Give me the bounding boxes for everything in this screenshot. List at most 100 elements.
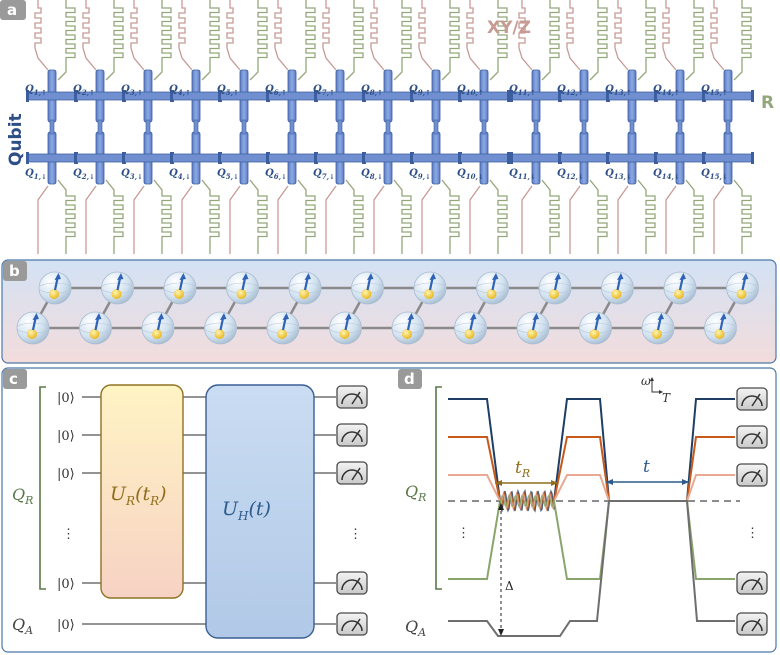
- qubit-label-top-11: Q11,↑: [509, 84, 536, 97]
- meter-dial: [341, 469, 363, 481]
- meter-d-4: [736, 571, 768, 595]
- readout-line-bottom: [637, 179, 656, 254]
- qubit-label-bottom-3: Q3,↓: [121, 168, 143, 181]
- readout-line-top: [105, 0, 124, 81]
- qubit-array: [26, 69, 754, 185]
- qubit-arm-horizontal: [363, 153, 413, 163]
- qubit-bottom-11: [510, 131, 562, 185]
- meter-dial: [741, 433, 763, 445]
- xyz-line-label: XY/Z: [487, 18, 531, 38]
- meter-box: [336, 612, 368, 636]
- meter-dial: [741, 620, 763, 632]
- spin-bottom-6: [329, 311, 362, 345]
- xyz-line-bottom: [521, 185, 533, 254]
- xyz-line-top: [710, 0, 725, 71]
- qubit-end-cap: [410, 152, 413, 164]
- meter-d-3: [736, 463, 768, 487]
- panel-cd-frame: [1, 367, 777, 653]
- qubit-top-7: [314, 69, 366, 123]
- qubit-label-top-4: Q4,↑: [169, 84, 191, 97]
- qubit-end-cap: [507, 90, 510, 102]
- readout-line-bottom: [153, 179, 172, 254]
- qubit-label-top-8: Q8,↑: [361, 84, 383, 97]
- xyz-line-top: [82, 0, 97, 71]
- qubit-top-2: [74, 69, 126, 123]
- qubit-label-bottom-4: Q4,↓: [169, 168, 191, 181]
- spin-bottom-8: [454, 311, 487, 345]
- readout-line-top: [589, 0, 608, 81]
- spin-down-ball: [174, 289, 184, 299]
- frequency-traces: [448, 398, 735, 637]
- qubit-end-cap: [26, 90, 29, 102]
- readout-line-top: [541, 0, 560, 81]
- qubit-label-top-14: Q14,↑: [653, 84, 680, 97]
- qubit-arm-horizontal: [559, 153, 609, 163]
- readout-line-bottom: [733, 179, 752, 254]
- readout-line-bottom: [541, 179, 560, 254]
- spin-down-ball: [214, 329, 225, 339]
- qubit-label-top-7: Q7,↑: [313, 84, 335, 97]
- spin-arrowhead: [32, 313, 39, 320]
- spin-down-ball: [549, 289, 559, 299]
- qubit-bottom-8: [362, 131, 414, 185]
- spin-top-6: [351, 271, 384, 305]
- qubit-end-cap: [654, 152, 657, 164]
- xyz-line-top: [274, 0, 289, 71]
- oscillation-trace: [499, 490, 555, 512]
- readout-line-top: [441, 0, 460, 81]
- qubit-top-3: [122, 69, 174, 123]
- spin-arrowhead: [720, 313, 727, 320]
- vertical-coupler: [433, 119, 439, 135]
- spin-arrowhead: [179, 273, 186, 280]
- ket-4: |0⟩: [57, 577, 75, 592]
- meter-box: [336, 571, 368, 595]
- measurement-meters-c: [336, 385, 368, 636]
- qubit-top-15: [702, 69, 754, 123]
- spin-down-ball: [652, 329, 662, 339]
- meter-d-5: [736, 612, 768, 636]
- qubit-label-top-1: Q1,↑: [25, 84, 47, 97]
- qubit-arm-horizontal: [607, 153, 657, 163]
- spin-top-1: [38, 271, 72, 305]
- qubit-bottom-12: [558, 131, 610, 185]
- xyz-line-top: [518, 0, 533, 71]
- readout-line-bottom: [105, 179, 124, 254]
- vertical-coupler: [193, 119, 199, 135]
- qubit-label-top-15: Q15,↑: [701, 84, 728, 97]
- spin-arrowhead: [367, 273, 374, 280]
- ket-2: |0⟩: [57, 429, 75, 444]
- meter-c-3: [336, 461, 368, 485]
- spin-bottom-12: [704, 311, 737, 345]
- meter-dial: [741, 579, 763, 591]
- qubit-arm-horizontal: [27, 153, 77, 163]
- resonant-drive-oscillation: [499, 488, 555, 513]
- qubit-end-cap: [74, 90, 77, 102]
- spin-down-ball: [589, 329, 600, 339]
- readout-line-bottom: [297, 179, 316, 254]
- measurement-meters-d: [736, 387, 768, 636]
- qubit-labels: Q1,↑Q2,↑Q3,↑Q4,↑Q5,↑Q6,↑Q7,↑Q8,↑Q9,↑Q10,…: [25, 84, 728, 181]
- panel-a: Q1,↑Q2,↑Q3,↑Q4,↑Q5,↑Q6,↑Q7,↑Q8,↑Q9,↑Q10,…: [0, 0, 780, 254]
- qubit-arm-horizontal: [75, 153, 125, 163]
- gate-ur: [100, 384, 184, 599]
- spin-down-ball: [361, 289, 372, 299]
- qubit-label-bottom-9: Q9,↓: [409, 168, 431, 181]
- meter-needle: [351, 467, 361, 481]
- meter-c-2: [336, 423, 368, 447]
- readout-line-bottom: [345, 179, 364, 254]
- readout-line-bottom: [589, 179, 608, 254]
- qubit-bottom-5: [218, 131, 270, 185]
- readout-line-top: [297, 0, 316, 81]
- meter-needle: [751, 431, 761, 445]
- gate-ur-label: UR(tR): [110, 483, 167, 508]
- qubit-bottom-7: [314, 131, 366, 185]
- oscillation-trace: [499, 493, 555, 509]
- meter-dial: [341, 579, 363, 591]
- xyz-line-bottom: [37, 185, 49, 254]
- xyz-line-bottom: [569, 185, 581, 254]
- spin-top-3: [163, 271, 197, 305]
- meter-box: [336, 385, 368, 409]
- spin-top-7: [413, 271, 447, 305]
- axis-omega-label: ω: [641, 374, 651, 388]
